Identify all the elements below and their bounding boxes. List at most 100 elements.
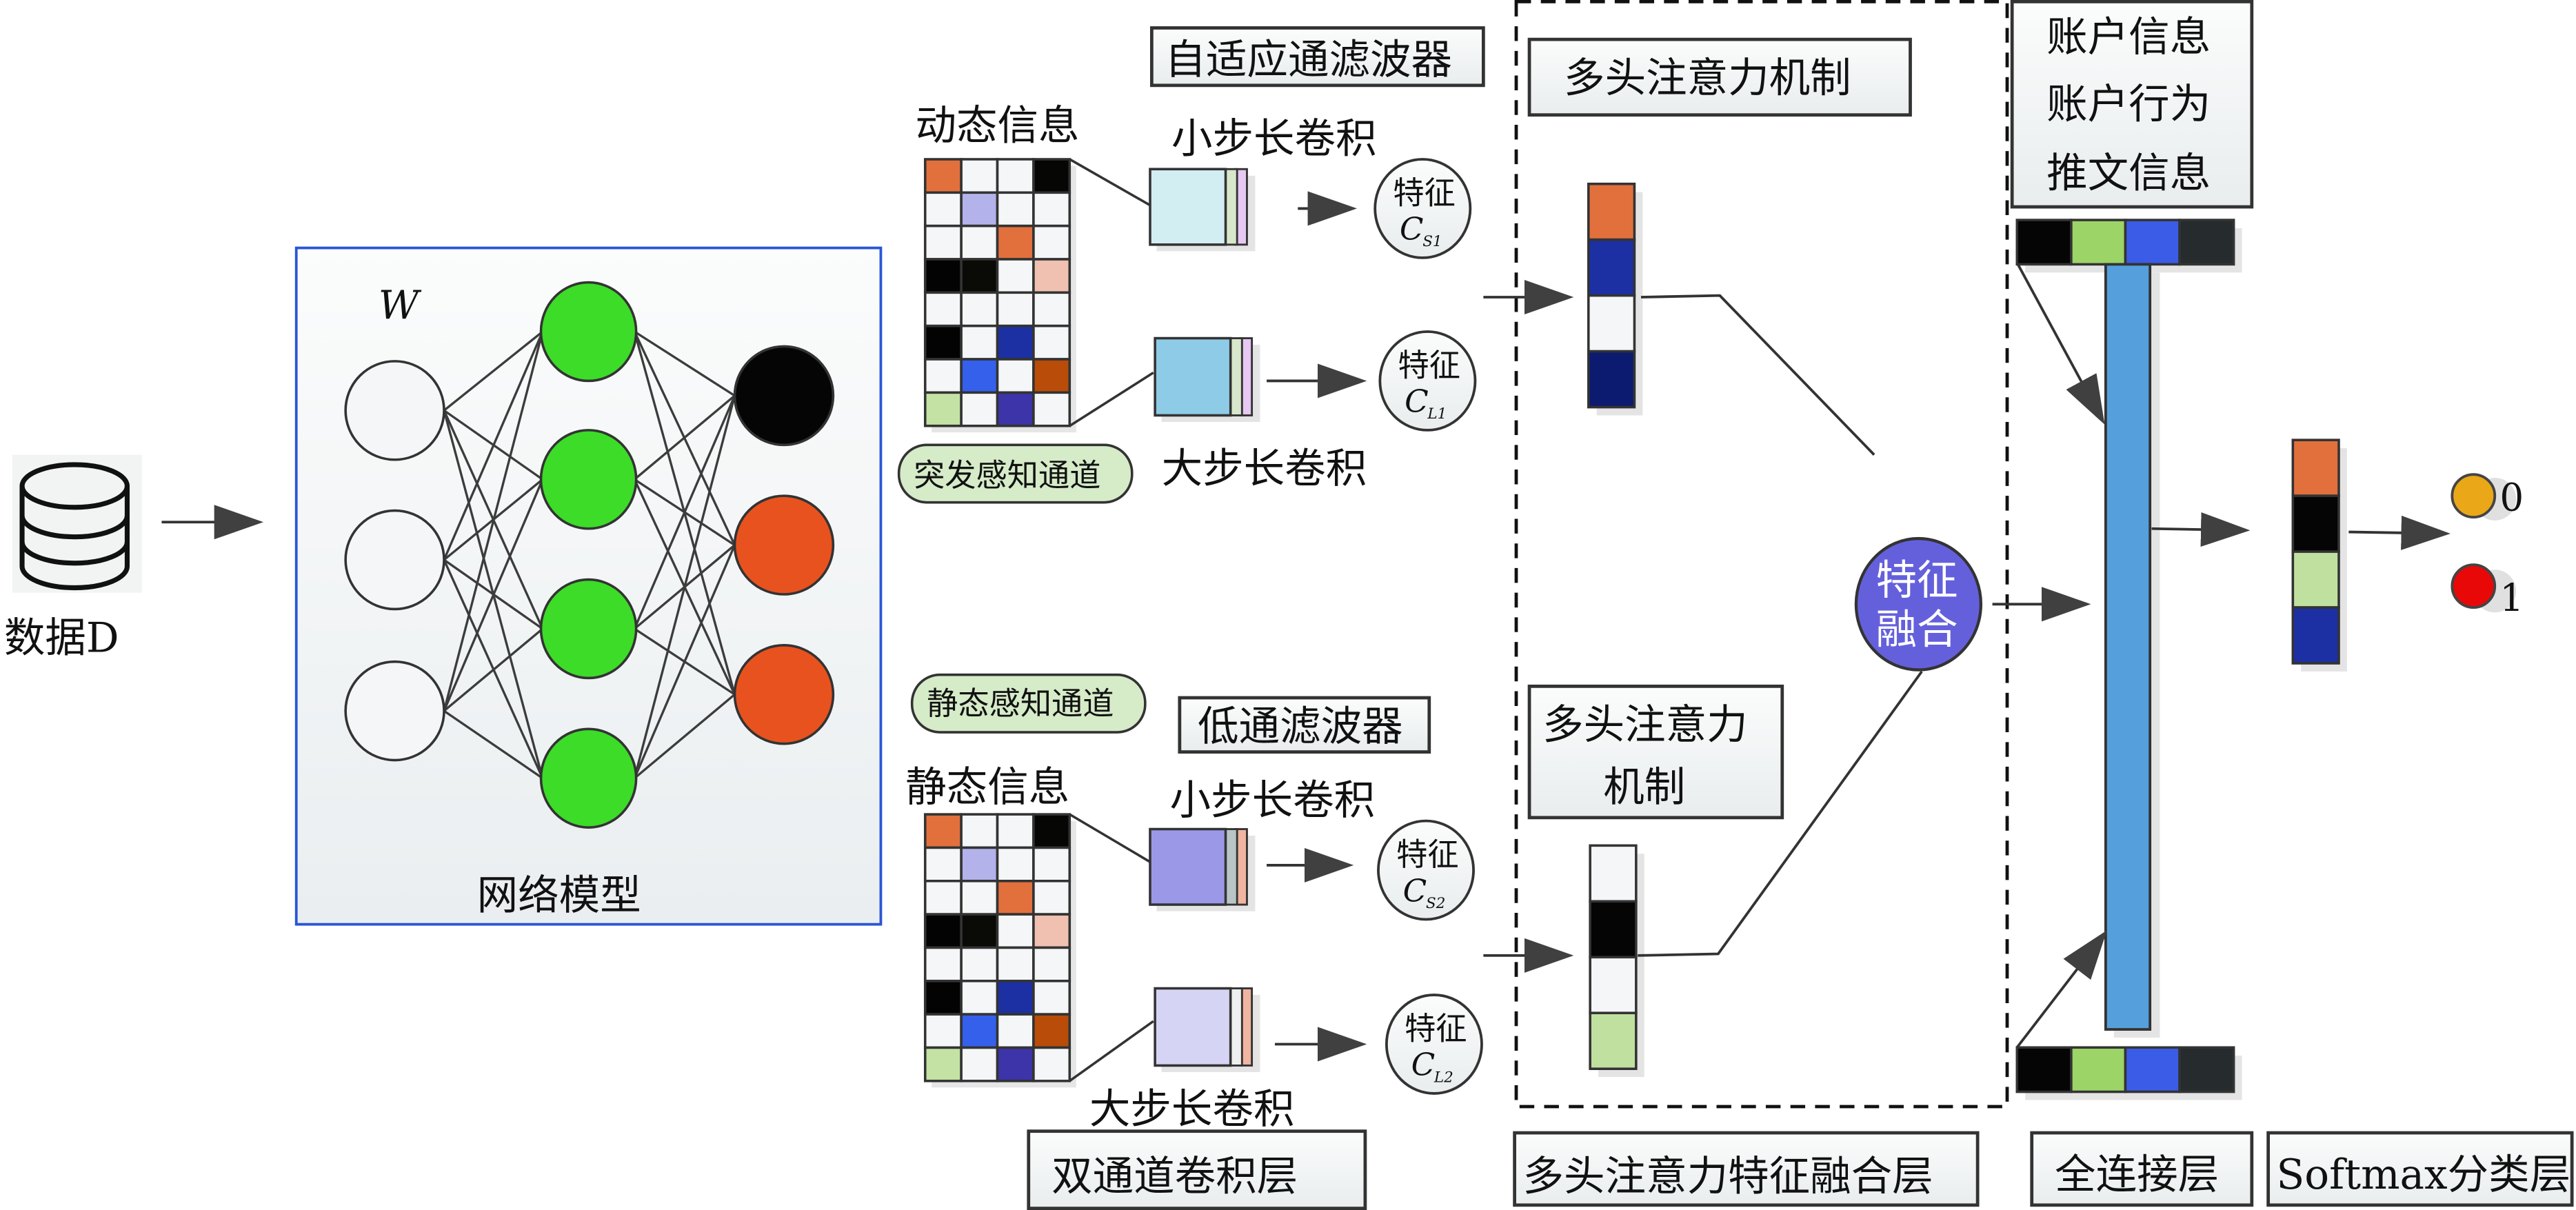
dual-channel-layer-title: 双通道卷积层 bbox=[1051, 1153, 1298, 1200]
network-edge bbox=[443, 330, 543, 412]
matrix-cell bbox=[996, 880, 1035, 916]
matrix-cell bbox=[996, 1046, 1035, 1082]
svg-text:特征: 特征 bbox=[1875, 557, 1958, 605]
matrix-cell bbox=[996, 1013, 1035, 1049]
attention-fusion-layer-title: 多头注意力特征融合层 bbox=[1523, 1153, 1933, 1200]
vector-segment bbox=[1587, 350, 1636, 409]
dynamic-info-label: 动态信息 bbox=[915, 102, 1079, 150]
softmax-layer-title: Softmax分类层 bbox=[2277, 1151, 2571, 1199]
matrix-cell bbox=[1032, 946, 1071, 982]
segment-cell bbox=[2015, 1046, 2073, 1093]
matrix-cell bbox=[996, 224, 1035, 261]
svg-text:特征: 特征 bbox=[1398, 347, 1460, 383]
fc-layer-box bbox=[2030, 1131, 2254, 1207]
svg-text:L2: L2 bbox=[1433, 1069, 1453, 1086]
svg-text:L1: L1 bbox=[1427, 405, 1447, 423]
network-model-label: 网络模型 bbox=[477, 872, 641, 920]
kernel-layer bbox=[1225, 828, 1238, 906]
svg-text:特征: 特征 bbox=[1393, 174, 1455, 211]
kernel-layer bbox=[1225, 168, 1238, 246]
hidden-neuron bbox=[539, 727, 638, 829]
attention-bottom-label-line1: 多头注意力 bbox=[1542, 702, 1748, 749]
fc-info-line-2: 账户行为 bbox=[2046, 81, 2211, 128]
network-edge bbox=[634, 694, 736, 780]
svg-text:0: 0 bbox=[2499, 476, 2524, 520]
receptive-field-line bbox=[1069, 158, 1151, 207]
matrix-cell bbox=[960, 391, 999, 427]
fully-connected-bar bbox=[2104, 263, 2152, 1031]
arrow-top-seg-to-fc bbox=[2015, 262, 2105, 425]
receptive-field-line bbox=[1069, 1020, 1154, 1082]
feature-cl2-node: 特征 C L2 bbox=[1385, 994, 1483, 1095]
softmax-vector bbox=[2291, 438, 2347, 672]
vector-segment bbox=[1587, 238, 1636, 297]
feature-fusion-node: 特征 融合 bbox=[1854, 536, 1983, 672]
matrix-cell bbox=[1032, 813, 1071, 849]
matrix-cell bbox=[1032, 258, 1071, 294]
matrix-cell bbox=[1032, 880, 1071, 916]
feature-cs2-node: 特征 C S2 bbox=[1377, 819, 1475, 921]
network-edge bbox=[633, 395, 736, 629]
network-edge bbox=[443, 709, 543, 780]
svg-text:特征: 特征 bbox=[1396, 836, 1458, 873]
feature-cs1-node: 特征 C S1 bbox=[1373, 158, 1472, 259]
matrix-cell bbox=[1032, 1046, 1071, 1082]
arrow-bottom-seg-to-fc bbox=[2015, 930, 2107, 1049]
large-stride-label-top: 大步长卷积 bbox=[1162, 445, 1367, 493]
matrix-cell bbox=[960, 1046, 999, 1082]
large-stride-kernel-top bbox=[1154, 336, 1260, 422]
line-attention-bottom-to-fusion bbox=[1638, 670, 1923, 957]
svg-text:C: C bbox=[1405, 383, 1429, 420]
vector-segment bbox=[2291, 550, 2340, 609]
matrix-cell bbox=[960, 258, 999, 294]
arrow-softmax-to-output bbox=[2348, 515, 2451, 550]
arrow-fc-to-softmax bbox=[2151, 512, 2251, 547]
vector-segment bbox=[1589, 844, 1638, 903]
segment-cell bbox=[2124, 219, 2181, 266]
output-neuron bbox=[733, 644, 835, 745]
matrix-cell bbox=[923, 224, 963, 261]
matrix-cell bbox=[960, 946, 999, 982]
input-neuron bbox=[344, 660, 445, 762]
matrix-cell bbox=[923, 258, 963, 294]
large-stride-kernel-bottom bbox=[1154, 987, 1260, 1072]
vector-segment bbox=[1589, 956, 1638, 1015]
network-edge bbox=[443, 331, 544, 712]
matrix-cell bbox=[996, 158, 1035, 194]
matrix-cell bbox=[960, 1013, 999, 1049]
small-stride-kernel-bottom bbox=[1149, 827, 1256, 911]
matrix-cell bbox=[923, 913, 963, 949]
matrix-cell bbox=[960, 224, 999, 261]
receptive-field-line bbox=[1069, 813, 1151, 863]
hidden-neuron bbox=[539, 578, 638, 680]
input-neuron bbox=[344, 360, 445, 461]
fc-info-box bbox=[2010, 0, 2254, 209]
matrix-cell bbox=[923, 1046, 963, 1082]
small-stride-label-bottom: 小步长卷积 bbox=[1170, 777, 1376, 825]
dynamic-info-matrix bbox=[923, 158, 1154, 433]
data-source-label: 数据D bbox=[4, 614, 119, 662]
static-info-label: 静态信息 bbox=[905, 764, 1069, 811]
receptive-field-line bbox=[1069, 372, 1154, 427]
softmax-layer-box bbox=[2266, 1131, 2574, 1207]
lowpass-filter-label: 低通滤波器 bbox=[1198, 703, 1403, 751]
network-edges bbox=[443, 330, 736, 780]
large-stride-label-bottom: 大步长卷积 bbox=[1089, 1086, 1295, 1133]
svg-text:C: C bbox=[1400, 211, 1424, 248]
matrix-cell bbox=[923, 291, 963, 327]
vector-segment bbox=[2291, 494, 2340, 553]
matrix-cell bbox=[960, 191, 999, 228]
matrix-cell bbox=[923, 846, 963, 883]
output-neuron bbox=[733, 345, 835, 447]
svg-text:S2: S2 bbox=[1426, 895, 1445, 912]
svg-text:融合: 融合 bbox=[1875, 606, 1958, 654]
matrix-cell bbox=[1032, 158, 1071, 194]
svg-text:C: C bbox=[1411, 1047, 1436, 1083]
matrix-cell bbox=[1032, 358, 1071, 394]
matrix-cell bbox=[960, 913, 999, 949]
fc-segment-bar-bottom bbox=[2015, 1046, 2242, 1100]
segment-cell bbox=[2015, 219, 2073, 266]
matrix-cell bbox=[996, 946, 1035, 982]
static-channel-badge bbox=[910, 673, 1147, 734]
